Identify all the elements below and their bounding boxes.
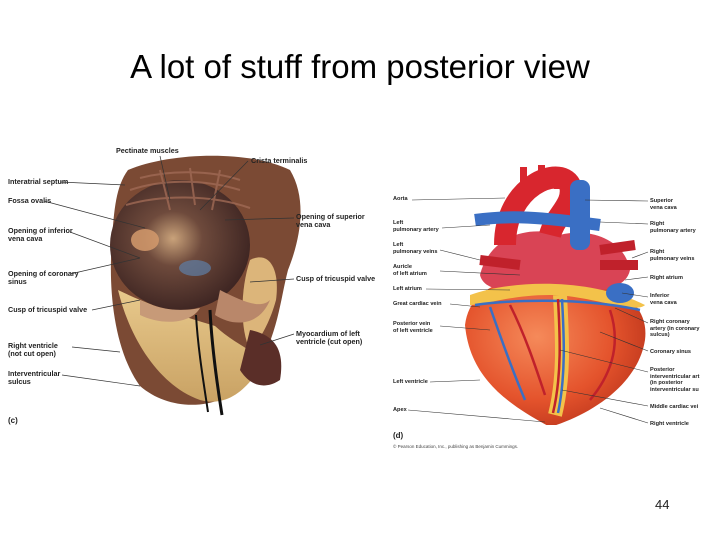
panel-d-letter: (d)	[393, 431, 404, 440]
panel-c-letter: (c)	[8, 416, 18, 425]
copyright-notice: © Pearson Education, Inc., publishing as…	[393, 444, 519, 449]
label-right-coronary-artery: Right coronary artery (in coronary sulcu…	[650, 319, 700, 339]
label-cusp-tricuspid-valve-right: Cusp of tricuspid valve	[296, 274, 376, 283]
label-right-atrium: Right atrium	[650, 275, 683, 281]
label-interatrial-septum: Interatrial septum	[8, 177, 69, 186]
slide-title: A lot of stuff from posterior view	[130, 48, 590, 85]
panel-c-leader-lines	[43, 155, 295, 387]
dissected-heart-photo	[110, 155, 301, 416]
label-myocardium-left-ventricle: Myocardium of left ventricle (cut open)	[296, 329, 363, 346]
label-middle-cardiac-vein: Middle cardiac vei	[650, 404, 699, 410]
label-right-ventricle-d: Right ventricle	[650, 421, 689, 427]
label-right-pulmonary-artery: Right pulmonary artery	[650, 221, 696, 234]
label-opening-inferior-vena-cava: Opening of inferior vena cava	[8, 226, 73, 243]
label-superior-vena-cava: Superior vena cava	[650, 198, 677, 211]
label-left-ventricle: Left ventricle	[393, 379, 428, 385]
label-cusp-tricuspid-valve-left: Cusp of tricuspid valve	[8, 305, 88, 314]
label-great-cardiac-vein: Great cardiac vein	[393, 301, 442, 307]
posterior-heart-illustration	[465, 165, 646, 425]
label-interventricular-sulcus: Interventricular sulcus	[8, 369, 61, 386]
label-left-pulmonary-artery: Left pulmonary artery	[393, 220, 439, 233]
label-crista-terminalis: Crista terminalis	[251, 156, 308, 165]
label-posterior-interventricular-artery: Posterior interventricular art (in poste…	[650, 367, 700, 393]
label-left-atrium: Left atrium	[393, 286, 422, 292]
panel-d-leader-lines	[407, 197, 649, 424]
label-apex: Apex	[393, 407, 407, 413]
anatomy-figure: Pectinate muscles Crista terminalis Inte…	[0, 140, 720, 460]
page-number: 44	[655, 497, 670, 512]
label-left-pulmonary-veins: Left pulmonary veins	[393, 242, 438, 255]
label-auricle-left-atrium: Auricle of left atrium	[393, 264, 427, 277]
label-posterior-vein-lv: Posterior vein of left ventricle	[393, 321, 433, 334]
label-fossa-ovalis: Fossa ovalis	[8, 196, 52, 205]
label-aorta: Aorta	[393, 196, 408, 202]
label-opening-superior-vena-cava: Opening of superior vena cava	[296, 212, 365, 229]
label-pectinate-muscles: Pectinate muscles	[116, 146, 179, 155]
label-opening-coronary-sinus: Opening of coronary sinus	[8, 269, 79, 286]
label-right-ventricle-c: Right ventricle (not cut open)	[8, 341, 58, 358]
label-right-pulmonary-veins: Right pulmonary veins	[650, 249, 695, 262]
label-inferior-vena-cava: Inferior vena cava	[650, 293, 677, 306]
label-coronary-sinus: Coronary sinus	[650, 349, 692, 355]
